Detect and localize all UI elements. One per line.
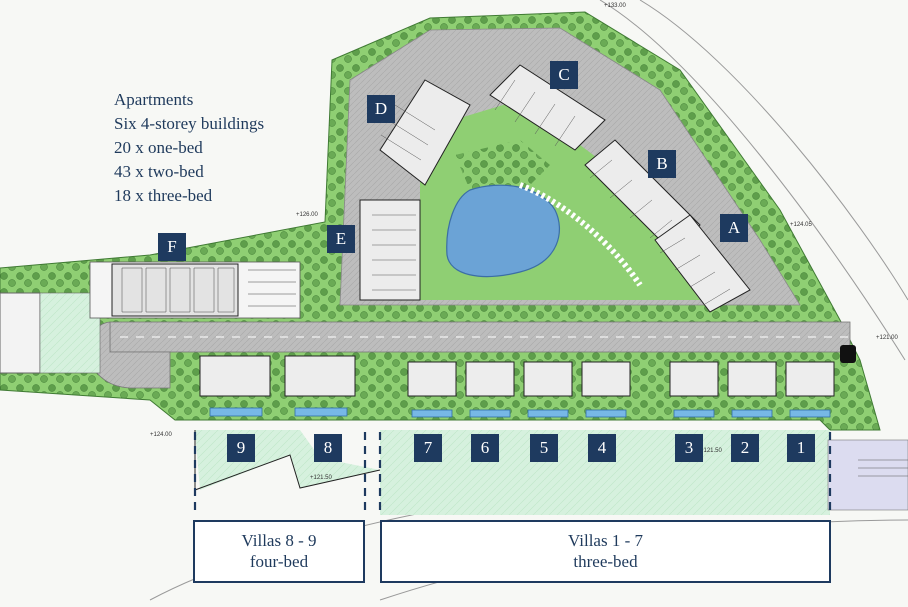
building-b-label[interactable]: B (648, 150, 676, 178)
apartments-legend: Apartments Six 4-storey buildings 20 x o… (114, 88, 264, 208)
villa-1-label[interactable]: 1 (787, 434, 815, 462)
villa-2-label[interactable]: 2 (731, 434, 759, 462)
building-d-label[interactable]: D (367, 95, 395, 123)
plot-boundary (194, 430, 381, 491)
villa-group-subtitle: four-bed (249, 552, 309, 571)
elevation-label: +126.00 (296, 212, 318, 218)
building-b-footprint (584, 139, 701, 251)
building-e-label[interactable]: E (327, 225, 355, 253)
road-edge-line (639, 0, 908, 301)
elevation-label: +124.00 (150, 432, 172, 438)
villa-6-label[interactable]: 6 (471, 434, 499, 462)
villas-8-9-box[interactable]: Villas 8 - 9 four-bed (193, 520, 365, 583)
building-c-label[interactable]: C (550, 61, 578, 89)
building-f-label[interactable]: F (158, 233, 186, 261)
villa-7-label[interactable]: 7 (414, 434, 442, 462)
tennis-court (0, 292, 41, 374)
elevation-label: +133.00 (604, 3, 626, 9)
villa-8-label[interactable]: 8 (314, 434, 342, 462)
apartment-buildings (359, 64, 751, 313)
elevation-label: +124.05 (790, 222, 812, 228)
villa-5-label[interactable]: 5 (530, 434, 558, 462)
villa-4-label[interactable]: 4 (588, 434, 616, 462)
building-a-label[interactable]: A (720, 214, 748, 242)
legend-line: 18 x three-bed (114, 186, 213, 205)
legend-line: 43 x two-bed (114, 162, 204, 181)
pond (446, 184, 561, 278)
building-c-footprint (489, 64, 606, 151)
building-f-footprint (111, 263, 239, 317)
villa-group-title: Villas 1 - 7 (568, 531, 643, 550)
villa-group-title: Villas 8 - 9 (241, 531, 317, 550)
building-a-footprint (654, 214, 751, 313)
gate-marker (840, 345, 856, 363)
villa-group-subtitle: three-bed (573, 552, 638, 571)
building-d-footprint (379, 79, 471, 186)
villas-1-7-box[interactable]: Villas 1 - 7 three-bed (380, 520, 831, 583)
elevation-label: +121.50 (310, 475, 332, 481)
adjacent-plot (827, 439, 908, 511)
villa-3-label[interactable]: 3 (675, 434, 703, 462)
elevation-label: +121.50 (700, 448, 722, 454)
footpath (518, 182, 643, 287)
legend-title: Apartments (114, 90, 194, 109)
road-edge-line (599, 0, 906, 361)
villa-plots (199, 355, 835, 418)
tree-cluster (455, 140, 550, 190)
elevation-label: +121.00 (876, 335, 898, 341)
building-e-footprint (359, 199, 421, 301)
villa-9-label[interactable]: 9 (227, 434, 255, 462)
legend-line: Six 4-storey buildings (114, 114, 265, 133)
garden-zone (195, 430, 830, 515)
legend-line: 20 x one-bed (114, 138, 203, 157)
